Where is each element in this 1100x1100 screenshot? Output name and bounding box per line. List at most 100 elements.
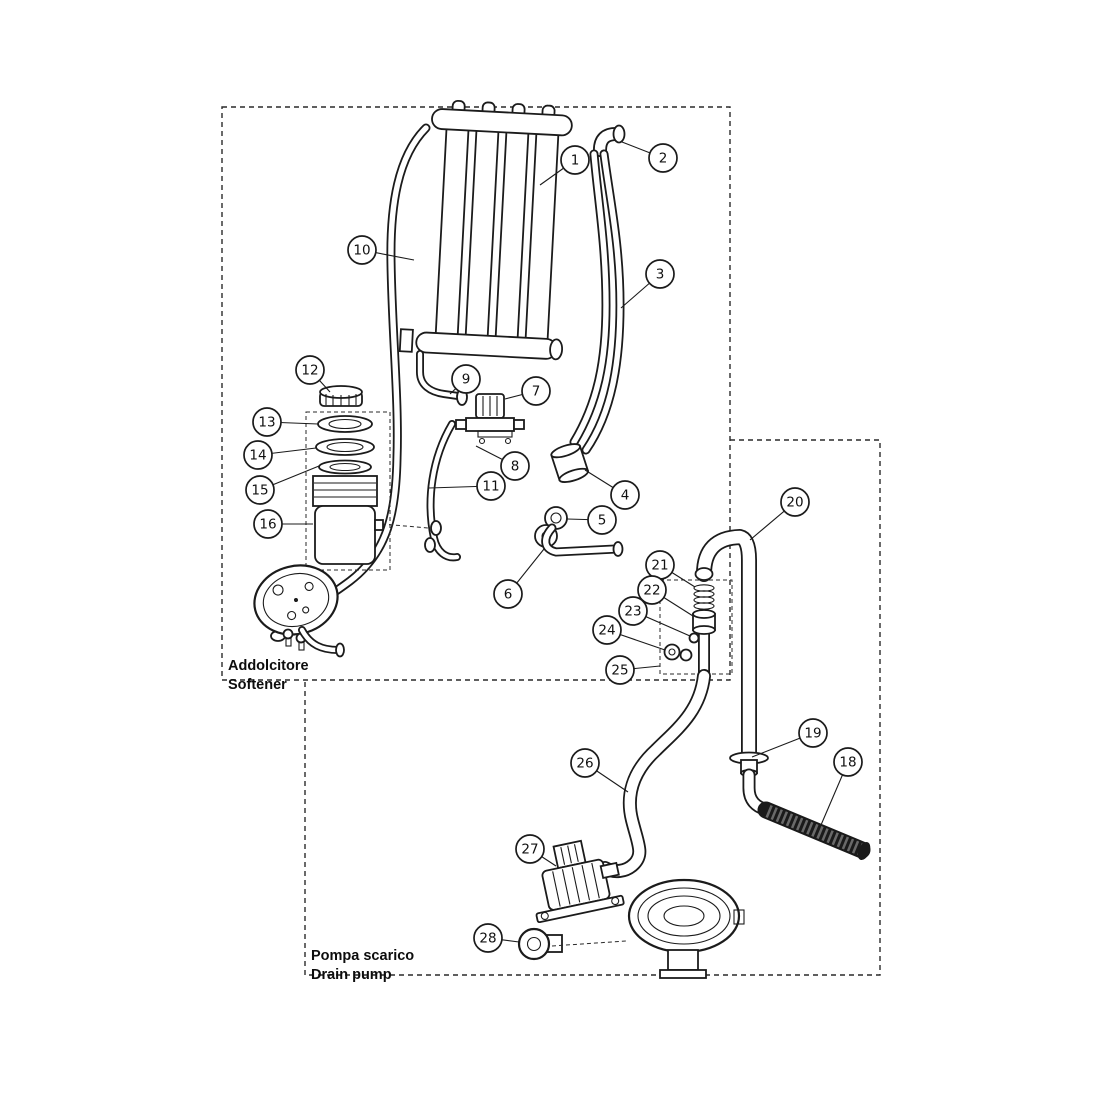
callout-6: 6	[493, 548, 545, 609]
drain-pump-label-english: Drain pump	[311, 967, 392, 983]
callout-bubble	[500, 451, 530, 481]
inlet-fitting-drawing	[534, 443, 624, 557]
callout-number: 22	[643, 583, 660, 599]
callout-15: 15	[245, 465, 320, 505]
pump-elbow-drawing	[517, 927, 627, 961]
drain-pump-section-label: Pompa scarico Drain pump	[311, 947, 414, 985]
callout-25: 25	[605, 655, 661, 685]
softener-label-english: Softener	[228, 677, 287, 693]
callout-bubble	[515, 834, 545, 864]
callout-20: 20	[749, 487, 810, 541]
callout-number: 8	[511, 459, 520, 475]
callout-bubble	[610, 480, 640, 510]
callout-number: 26	[576, 756, 593, 772]
callout-number: 1	[571, 153, 580, 169]
callout-number: 24	[598, 623, 615, 639]
callout-number: 23	[624, 604, 641, 620]
callout-9: 9	[449, 364, 481, 395]
callout-bubble	[637, 575, 667, 605]
drain-pump-motor-drawing	[535, 839, 625, 924]
callout-number: 5	[598, 513, 607, 529]
callout-number: 4	[621, 488, 630, 504]
callout-22: 22	[637, 575, 694, 617]
elbow-pipe-drawing	[416, 350, 468, 406]
callout-number: 9	[462, 372, 471, 388]
callout-number: 18	[839, 755, 856, 771]
callout-bubble	[493, 579, 523, 609]
callout-number: 20	[786, 495, 803, 511]
callout-24: 24	[592, 615, 666, 651]
callout-7: 7	[504, 376, 551, 406]
softener-label-italian: Addolcitore	[228, 658, 309, 674]
callout-number: 21	[651, 558, 668, 574]
callout-bubble	[560, 145, 590, 175]
callout-bubble	[252, 407, 282, 437]
callout-bubble	[780, 487, 810, 517]
callout-bubble	[473, 923, 503, 953]
callout-bubble	[245, 475, 275, 505]
callout-8: 8	[475, 445, 530, 481]
callout-bubble	[798, 718, 828, 748]
callout-10: 10	[347, 235, 415, 265]
callout-number: 7	[532, 384, 541, 400]
callout-23: 23	[618, 596, 691, 637]
callout-number: 16	[259, 517, 276, 533]
callout-5: 5	[566, 505, 617, 535]
callout-bubble	[645, 259, 675, 289]
callout-bubble	[570, 748, 600, 778]
corrugated-hose-drawing	[742, 768, 871, 861]
top-elbow-and-hoses-drawing	[569, 124, 626, 455]
callout-11: 11	[428, 471, 506, 501]
callout-16: 16	[253, 509, 313, 539]
callout-26: 26	[570, 748, 629, 793]
softener-section-label: Addolcitore Softener	[228, 657, 309, 695]
callout-bubble	[253, 509, 283, 539]
callout-3: 3	[620, 259, 675, 309]
heat-exchanger-drawing	[398, 99, 573, 361]
callout-13: 13	[252, 407, 319, 437]
callout-bubble	[521, 376, 551, 406]
callout-number: 25	[611, 663, 628, 679]
callout-number: 14	[249, 448, 266, 464]
callout-bubble	[243, 440, 273, 470]
callout-18: 18	[817, 747, 863, 833]
fill-valve-drawing	[455, 393, 525, 445]
softener-boundary-box	[221, 106, 731, 681]
callout-bubble	[587, 505, 617, 535]
callout-bubble	[605, 655, 635, 685]
callout-number: 2	[659, 151, 668, 167]
sump-filter-drawing	[627, 878, 745, 979]
callout-bubble	[618, 596, 648, 626]
callout-bubble	[476, 471, 506, 501]
callout-bubble	[347, 235, 377, 265]
callout-14: 14	[243, 440, 317, 470]
drain-hose-drawing	[598, 669, 711, 879]
drain-pump-label-italian: Pompa scarico	[311, 948, 415, 964]
callout-number: 12	[301, 363, 318, 379]
callout-28: 28	[473, 923, 520, 953]
callout-12: 12	[295, 355, 331, 393]
callout-number: 10	[353, 243, 370, 259]
callout-2: 2	[621, 141, 678, 173]
drain-pump-boundary-box	[304, 439, 881, 976]
callout-number: 27	[521, 842, 538, 858]
valve-hose-drawing	[381, 420, 461, 562]
callout-bubble	[451, 364, 481, 394]
flange-plate-drawing	[253, 564, 345, 658]
callout-number: 28	[479, 931, 496, 947]
callout-bubble	[648, 143, 678, 173]
callout-bubble	[295, 355, 325, 385]
callout-1: 1	[539, 145, 590, 186]
callout-number: 3	[656, 267, 665, 283]
callout-bubble	[833, 747, 863, 777]
callout-27: 27	[515, 834, 557, 867]
callout-bubble	[592, 615, 622, 645]
callout-number: 19	[804, 726, 821, 742]
callout-number: 13	[258, 415, 275, 431]
callout-4: 4	[584, 469, 640, 510]
callout-19: 19	[751, 718, 828, 758]
callout-number: 6	[504, 587, 513, 603]
